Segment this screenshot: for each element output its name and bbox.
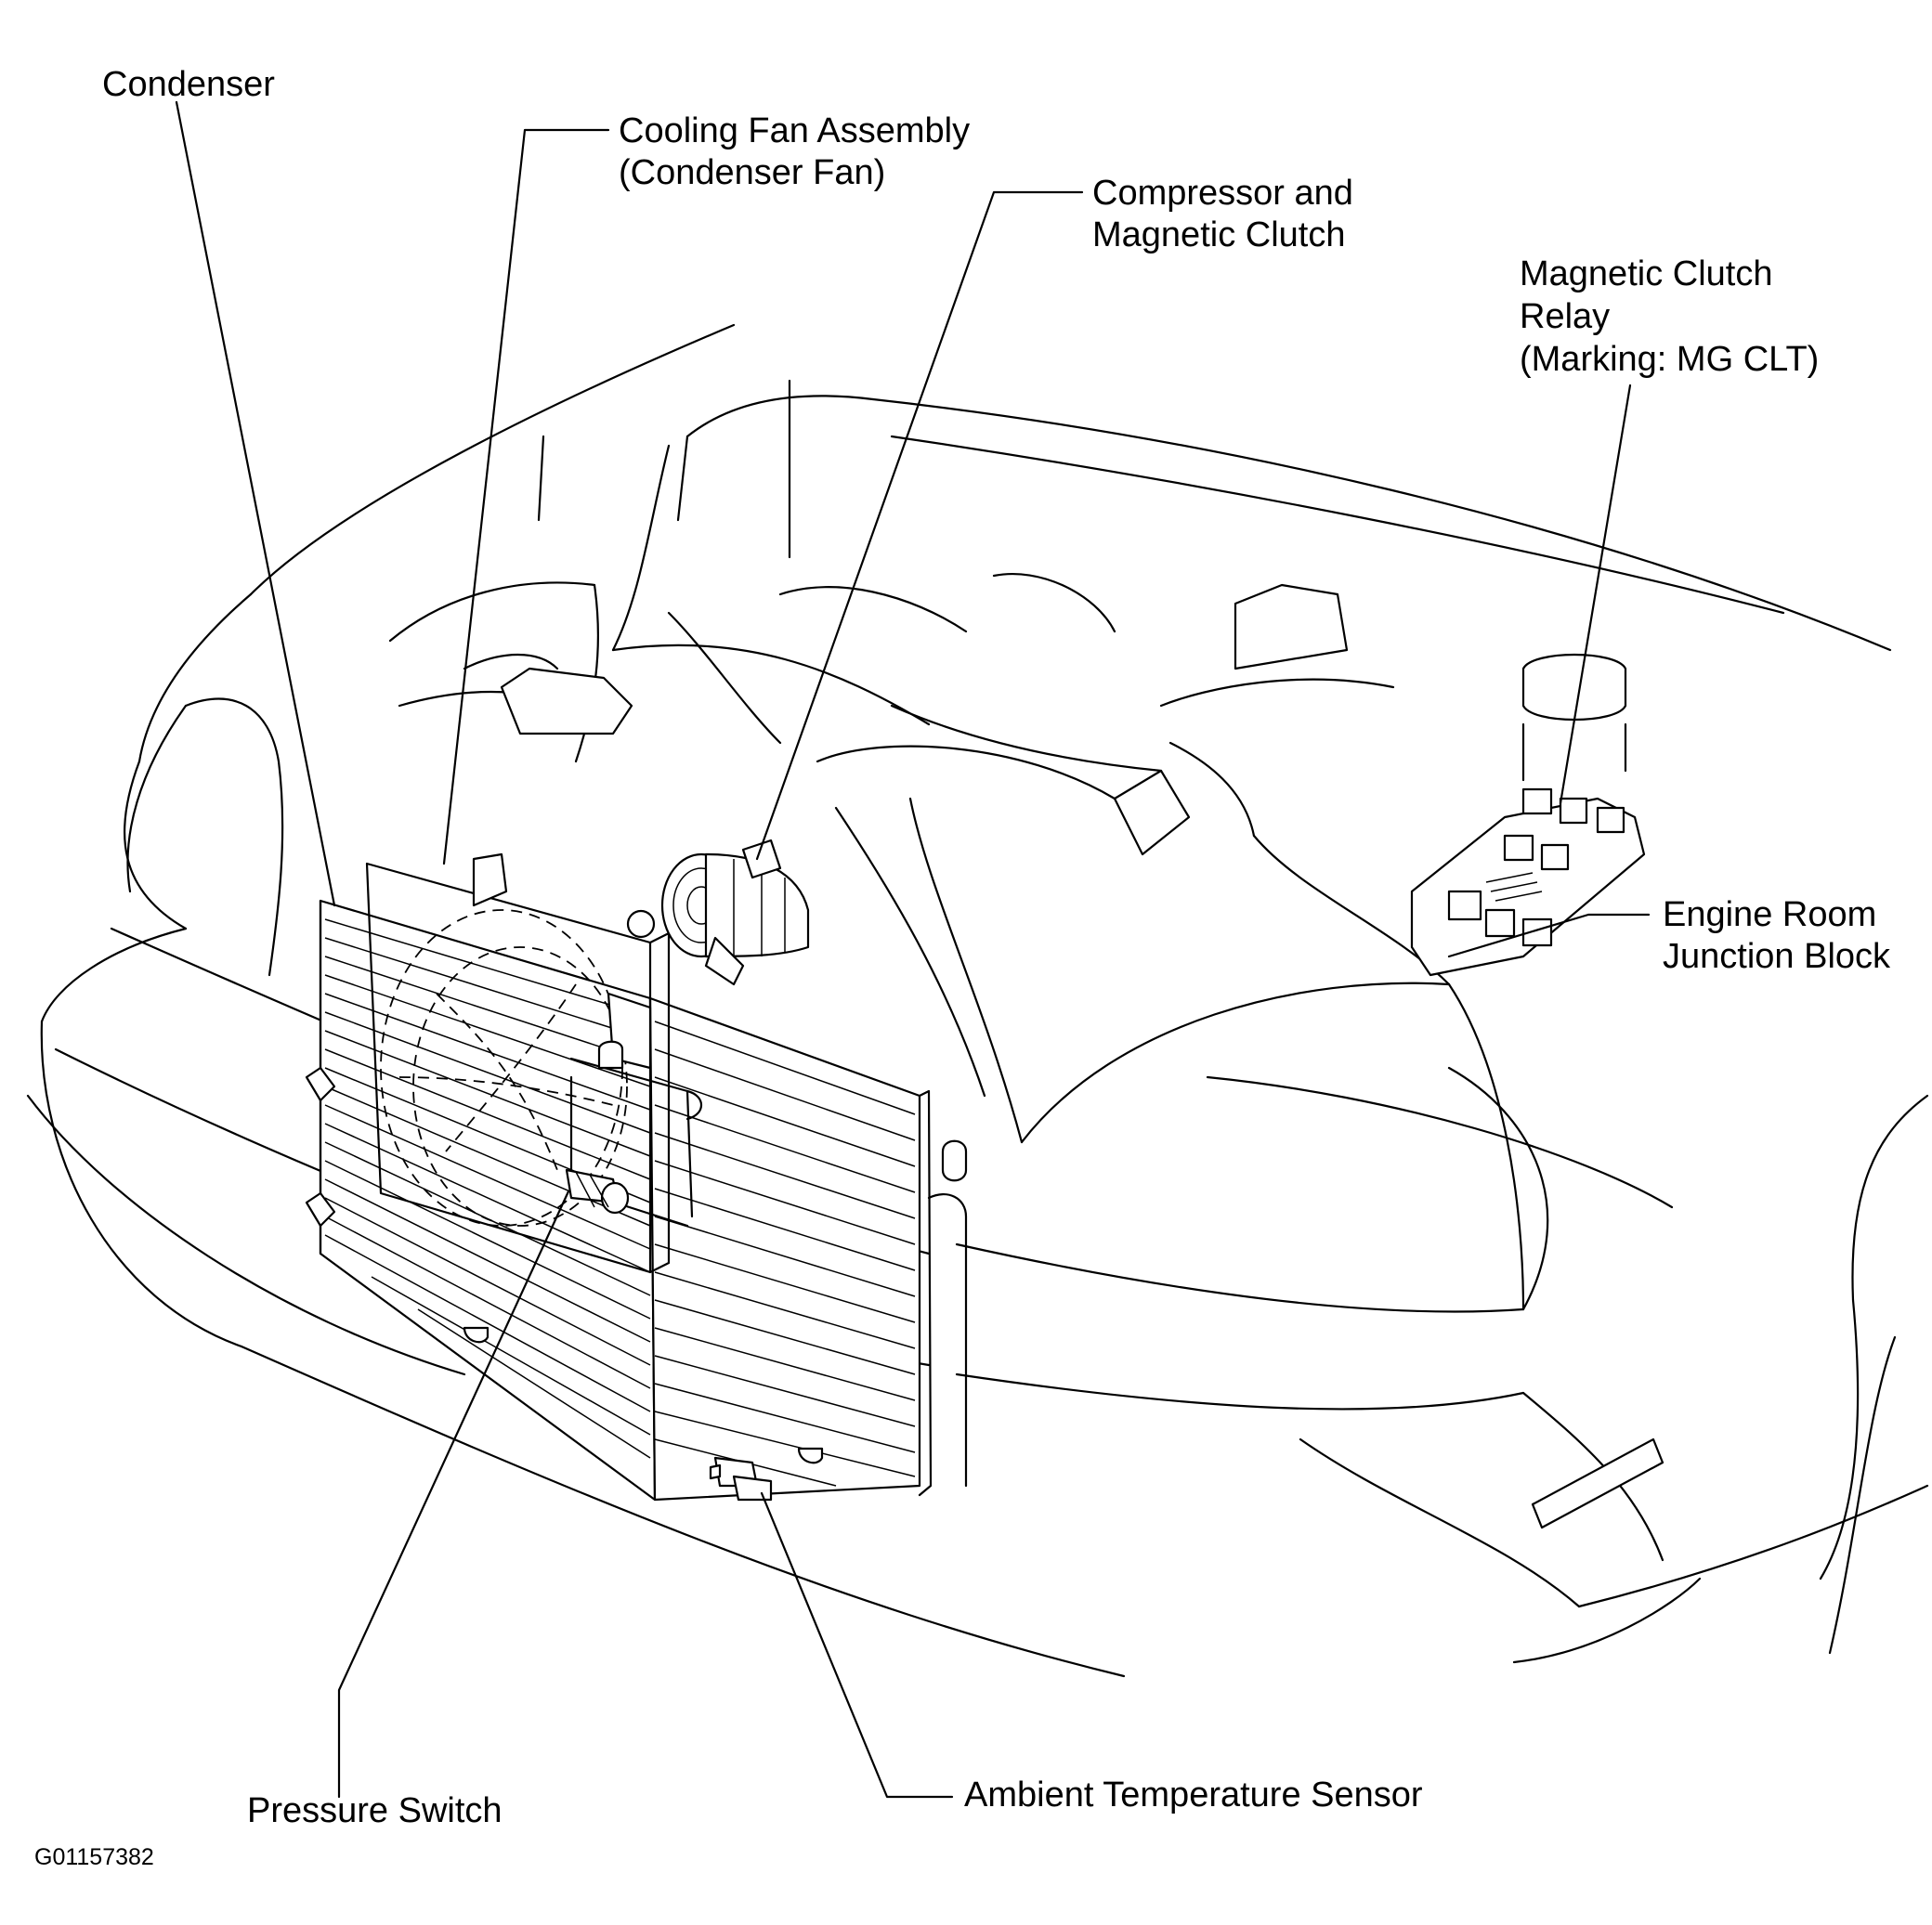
leader-pressure-switch bbox=[337, 1190, 570, 1799]
hood-outline bbox=[137, 323, 1892, 763]
condenser-fins-right bbox=[654, 1021, 916, 1487]
label-relay-line3: (Marking: MG CLT) bbox=[1520, 340, 1820, 379]
leader-condenser bbox=[175, 100, 336, 907]
engine-components bbox=[388, 444, 1627, 1144]
leader-compressor bbox=[755, 190, 1084, 861]
junction-block-drawing bbox=[1410, 787, 1646, 977]
headlamp-left bbox=[126, 697, 284, 977]
leader-junction bbox=[1447, 913, 1651, 958]
figure-code: G01157382 bbox=[34, 1844, 154, 1870]
label-cooling-fan-line1: Cooling Fan Assembly bbox=[619, 111, 971, 150]
body-panels bbox=[26, 760, 1929, 1678]
label-relay-line1: Magnetic Clutch bbox=[1520, 254, 1773, 293]
condenser-fins bbox=[324, 918, 651, 1459]
label-cooling-fan-line2: (Condenser Fan) bbox=[619, 153, 886, 192]
label-junction-line2: Junction Block bbox=[1663, 937, 1891, 976]
label-compressor-line1: Compressor and bbox=[1092, 174, 1353, 213]
leader-ambient-sensor bbox=[760, 1491, 954, 1799]
leader-relay bbox=[1559, 384, 1632, 805]
label-relay-line2: Relay bbox=[1520, 297, 1611, 336]
label-ambient-sensor: Ambient Temperature Sensor bbox=[964, 1775, 1423, 1814]
condenser-drawing bbox=[305, 899, 968, 1502]
label-condenser: Condenser bbox=[102, 65, 275, 104]
leader-cooling-fan bbox=[442, 128, 610, 865]
label-pressure-switch: Pressure Switch bbox=[247, 1791, 503, 1830]
compressor-drawing bbox=[626, 839, 810, 986]
label-junction-line1: Engine Room bbox=[1663, 895, 1877, 934]
label-compressor-line2: Magnetic Clutch bbox=[1092, 215, 1346, 254]
leader-lines bbox=[175, 100, 1651, 1799]
fan-drawing bbox=[365, 852, 703, 1274]
pressure-switch-drawing bbox=[565, 1168, 630, 1215]
